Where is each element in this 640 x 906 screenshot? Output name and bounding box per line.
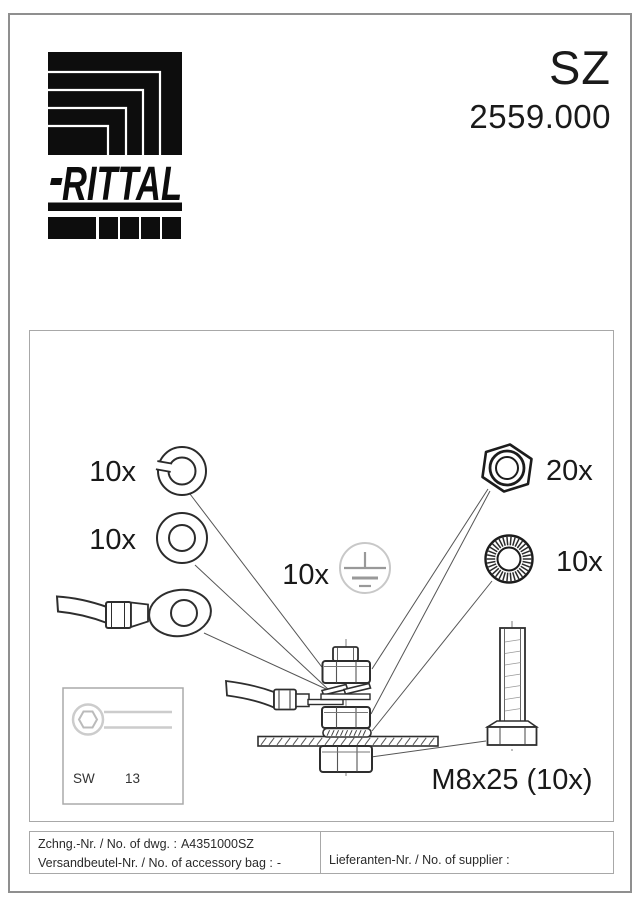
qty-label-hex-nut: 20x [546, 455, 593, 487]
logo-nested-squares [48, 52, 182, 155]
accessory-bag-row: Versandbeutel-Nr. / No. of accessory bag… [38, 854, 320, 873]
logo-underline-bar [48, 202, 182, 211]
cable-lug-drawing [55, 588, 212, 638]
footer-left-cell: Zchng.-Nr. / No. of dwg. :A4351000SZ Ver… [30, 832, 321, 873]
supplier-label: Lieferanten-Nr. / No. of supplier : [329, 852, 510, 867]
qty-label-flat-washer: 10x [89, 524, 136, 556]
model-number: 2559.000 [469, 98, 611, 135]
wrench-size-label: SW [73, 771, 95, 786]
wrench-box: SW 13 [62, 687, 184, 805]
leader-lines [189, 488, 493, 758]
qty-label-earth-point: 10x [282, 559, 329, 591]
drawing-number-label: Zchng.-Nr. / No. of dwg. : [38, 837, 177, 851]
serrated-washer-drawing [484, 534, 534, 584]
bolt-spec-label: M8x25 (10x) [431, 764, 592, 796]
qty-label-spring-washer: 10x [89, 456, 136, 488]
drawing-number-value: A4351000SZ [180, 837, 254, 851]
qty-label-serrated-washer: 10x [556, 546, 603, 578]
logo-segment-bar [48, 217, 181, 239]
rittal-logo-graphic: RITTAL [48, 52, 182, 239]
logo-dash [50, 178, 63, 185]
bolt-drawing [484, 621, 540, 753]
title-block-table: Zchng.-Nr. / No. of dwg. :A4351000SZ Ver… [29, 831, 614, 874]
supplier-row: Lieferanten-Nr. / No. of supplier : [329, 851, 514, 870]
flat-washer-drawing [156, 512, 208, 564]
brand-wordmark: RITTAL [62, 158, 182, 211]
spring-washer-drawing [155, 446, 207, 496]
wrench-icon [71, 703, 172, 736]
accessory-bag-value: - [276, 855, 282, 870]
earth-ground-icon [339, 542, 391, 594]
assembly-drawing [225, 639, 439, 776]
accessory-bag-label: Versandbeutel-Nr. / No. of accessory bag… [38, 855, 273, 870]
footer-right-cell: Lieferanten-Nr. / No. of supplier : [321, 832, 613, 873]
parts-drawing-area: 10x 10x 10x 20x 10x M8x25 (10x) SW 13 [29, 330, 614, 822]
drawing-number-row: Zchng.-Nr. / No. of dwg. :A4351000SZ [38, 835, 320, 854]
title-block: SZ 2559.000 [469, 44, 611, 133]
rittal-logo: RITTAL [48, 52, 182, 244]
wrench-size-value: 13 [125, 771, 140, 786]
product-line-title: SZ [548, 41, 611, 94]
hex-nut-drawing [481, 443, 533, 493]
parts-drawing: 10x 10x 10x 20x 10x M8x25 (10x) SW 13 [55, 443, 603, 805]
